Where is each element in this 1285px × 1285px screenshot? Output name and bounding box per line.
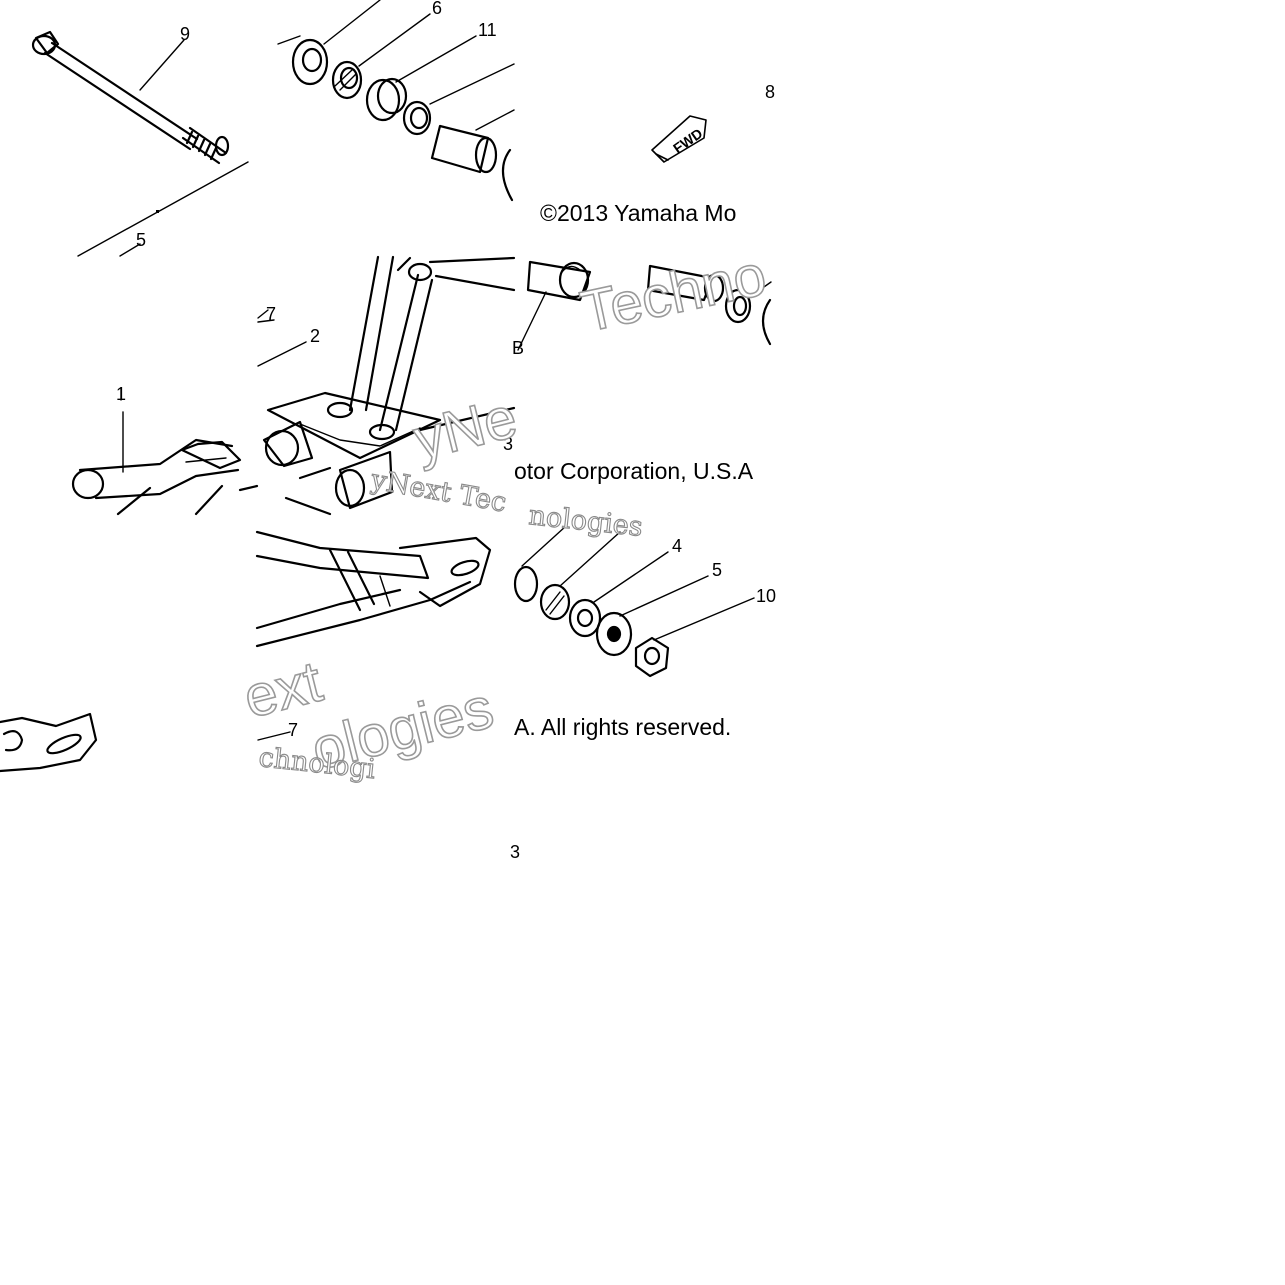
callout-5-right: 5 <box>712 560 722 580</box>
pivot-shaft-part <box>31 30 230 165</box>
copyright-segment-bottom: A. All rights reserved. <box>514 714 732 740</box>
callout-10: 10 <box>756 586 776 606</box>
callout-2: 2 <box>310 326 320 346</box>
leader-line <box>77 161 249 257</box>
swing-arm-upper <box>262 255 516 516</box>
callout-6: 6 <box>432 0 442 18</box>
watermark-nologies: nologies <box>527 500 644 543</box>
callout-7-bottom: 7 <box>288 720 298 740</box>
swing-arm-lower <box>255 530 492 648</box>
callout-1: 1 <box>116 384 126 404</box>
copyright-segment-middle: otor Corporation, U.S.A <box>514 458 754 484</box>
callout-b: B <box>512 338 524 358</box>
bracket-plate-part <box>0 712 98 773</box>
callout-4: 4 <box>672 536 682 556</box>
callout-lower: 3 <box>510 842 520 862</box>
callout-3: 3 <box>503 434 513 454</box>
callout-5: 5 <box>136 230 146 250</box>
watermark-techno: Techno <box>575 242 771 344</box>
callout-9: 9 <box>180 24 190 44</box>
swing-arm-left <box>71 387 259 516</box>
callout-11: 11 <box>478 20 497 40</box>
copyright-segment-top: ©2013 Yamaha Mo <box>540 200 737 226</box>
bushing-stack-part <box>277 35 514 202</box>
watermark-next-tec: yNext Tec <box>368 464 509 518</box>
nut-washer-stack-part <box>513 565 670 678</box>
callout-8: 8 <box>765 82 775 102</box>
right-bushing-part <box>526 260 772 346</box>
watermark-next-partial: yNe <box>407 385 523 473</box>
callout-7: 7 <box>266 304 276 324</box>
forward-arrow-stamp <box>651 115 707 163</box>
